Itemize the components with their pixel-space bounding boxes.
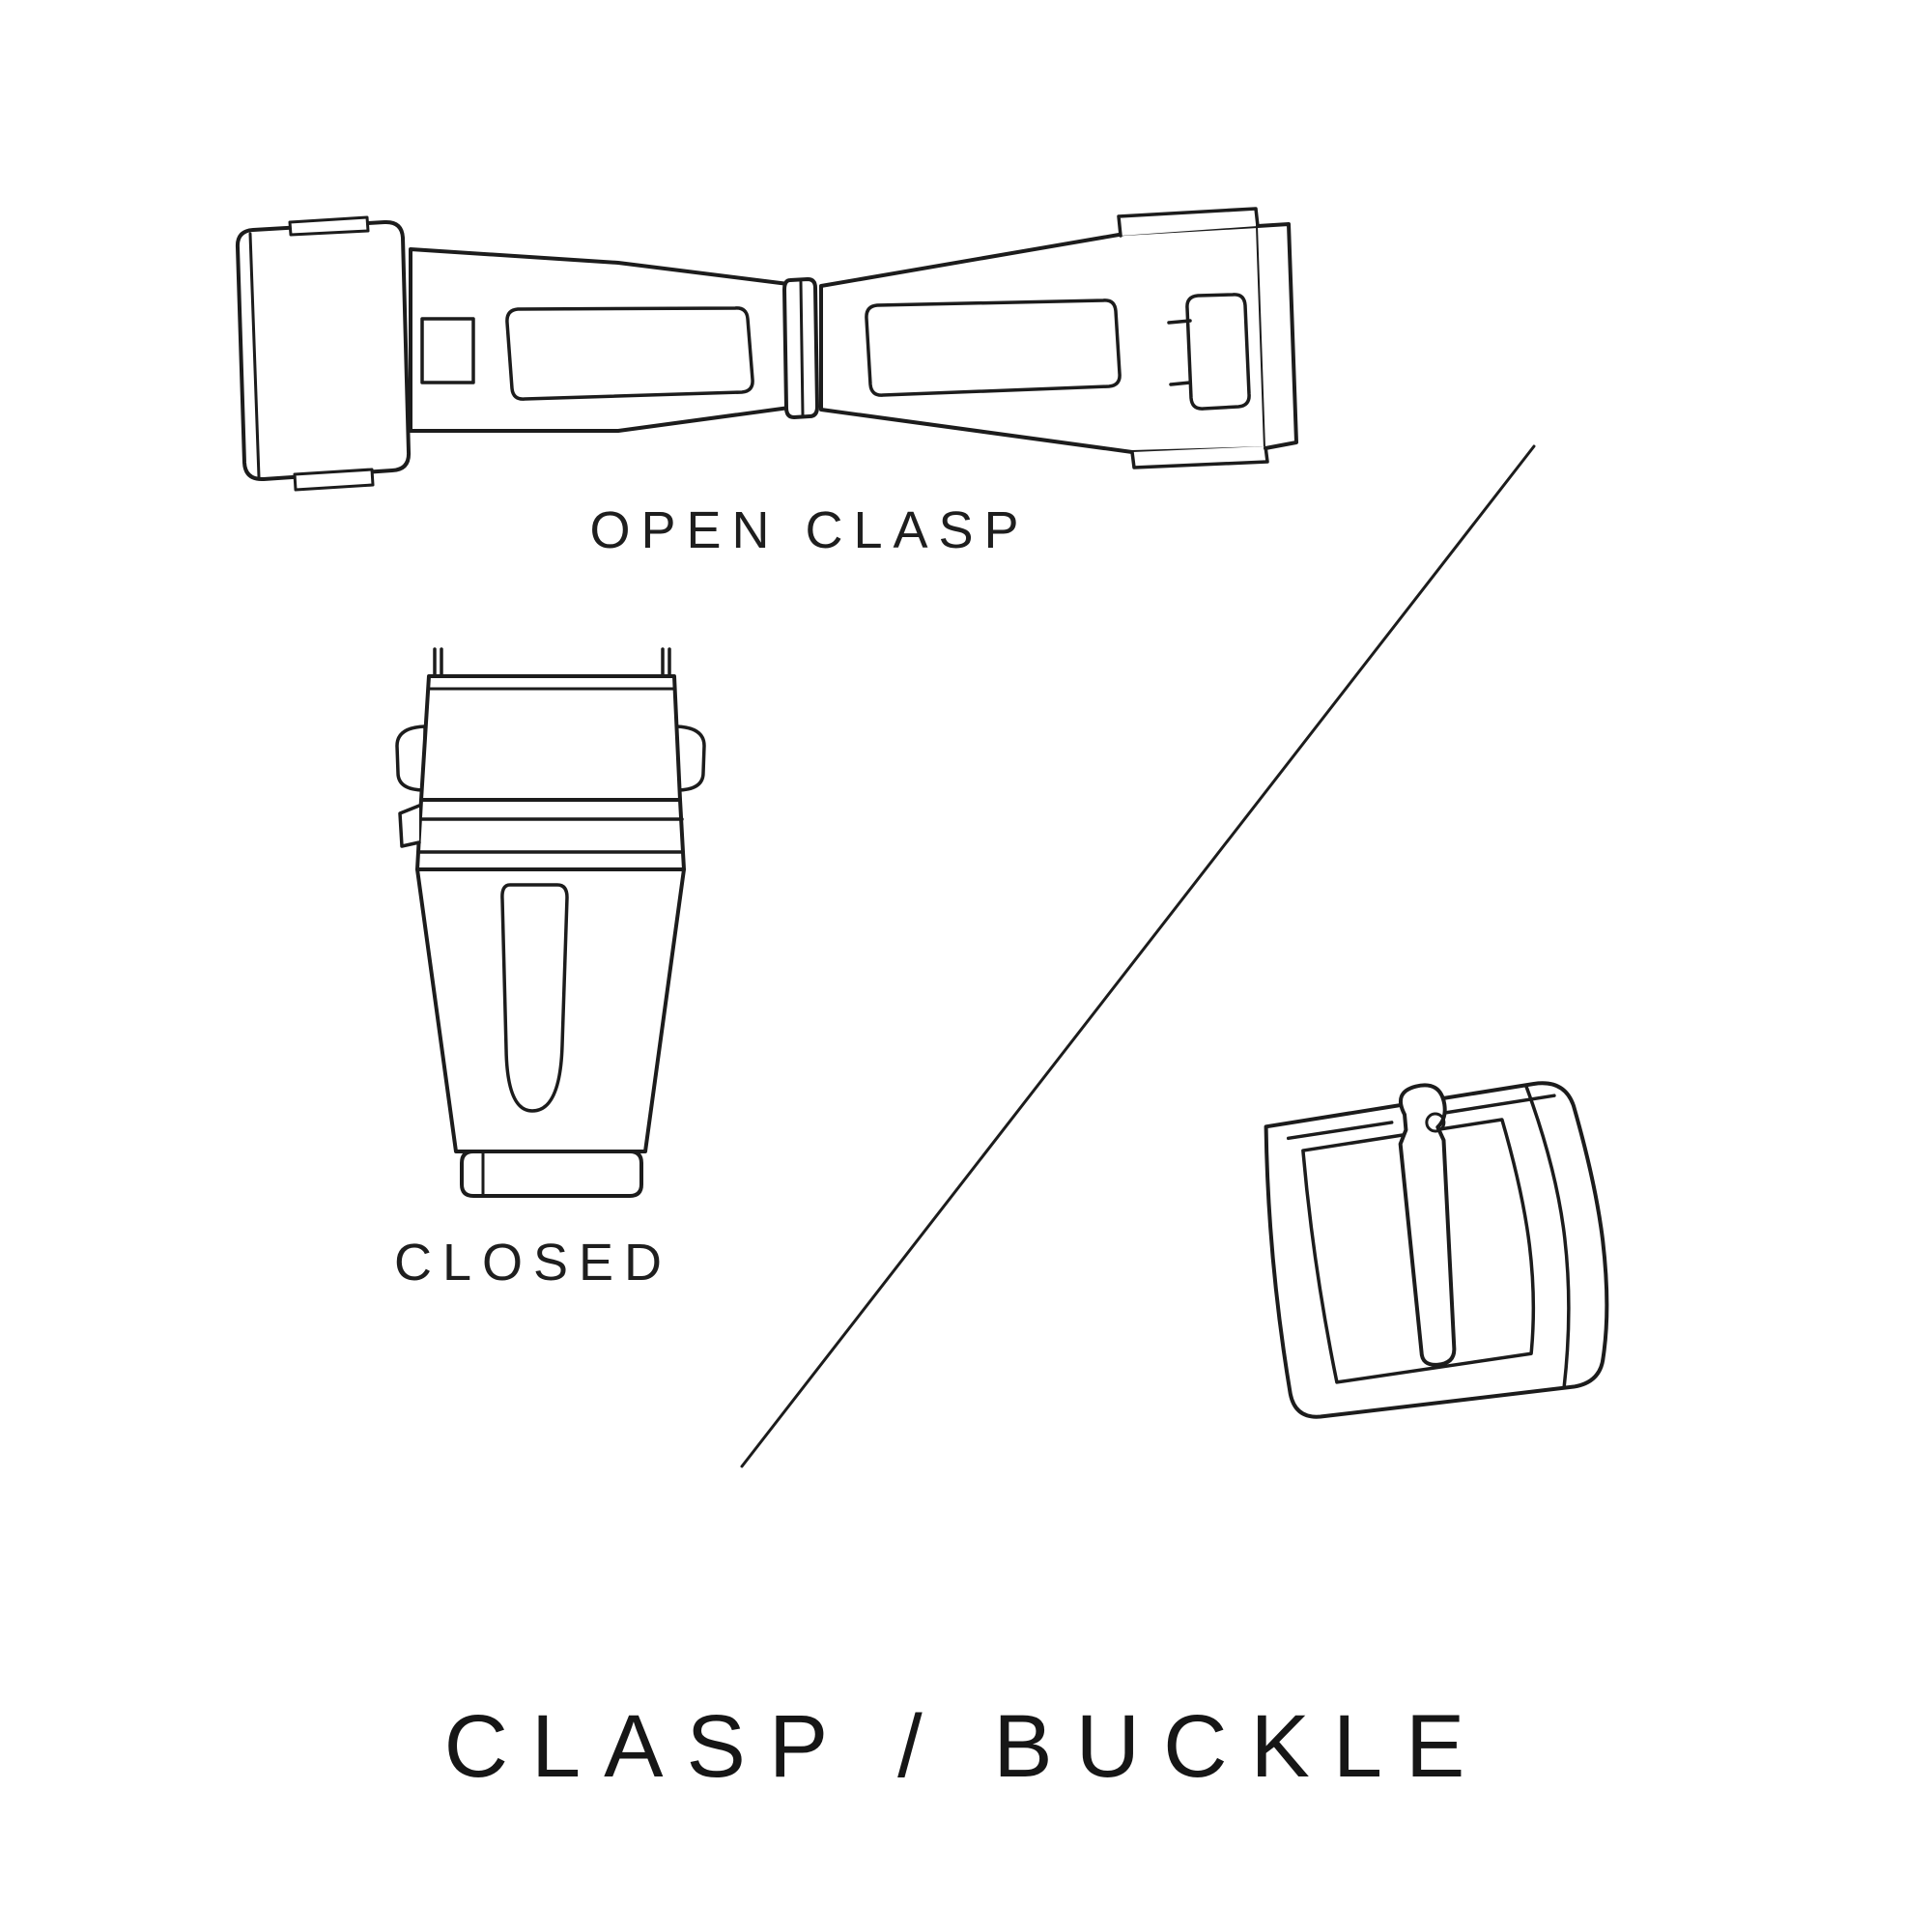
closed-label: CLOSED xyxy=(393,1234,673,1292)
open-clasp-drawing-icon xyxy=(238,209,1296,490)
buckle-drawing-icon xyxy=(1259,1070,1616,1419)
open-clasp-label: OPEN CLASP xyxy=(589,501,1030,559)
diagonal-divider xyxy=(742,446,1534,1466)
closed-clasp-drawing-icon xyxy=(397,649,704,1196)
page-title: CLASP / BUCKLE xyxy=(443,1697,1489,1796)
